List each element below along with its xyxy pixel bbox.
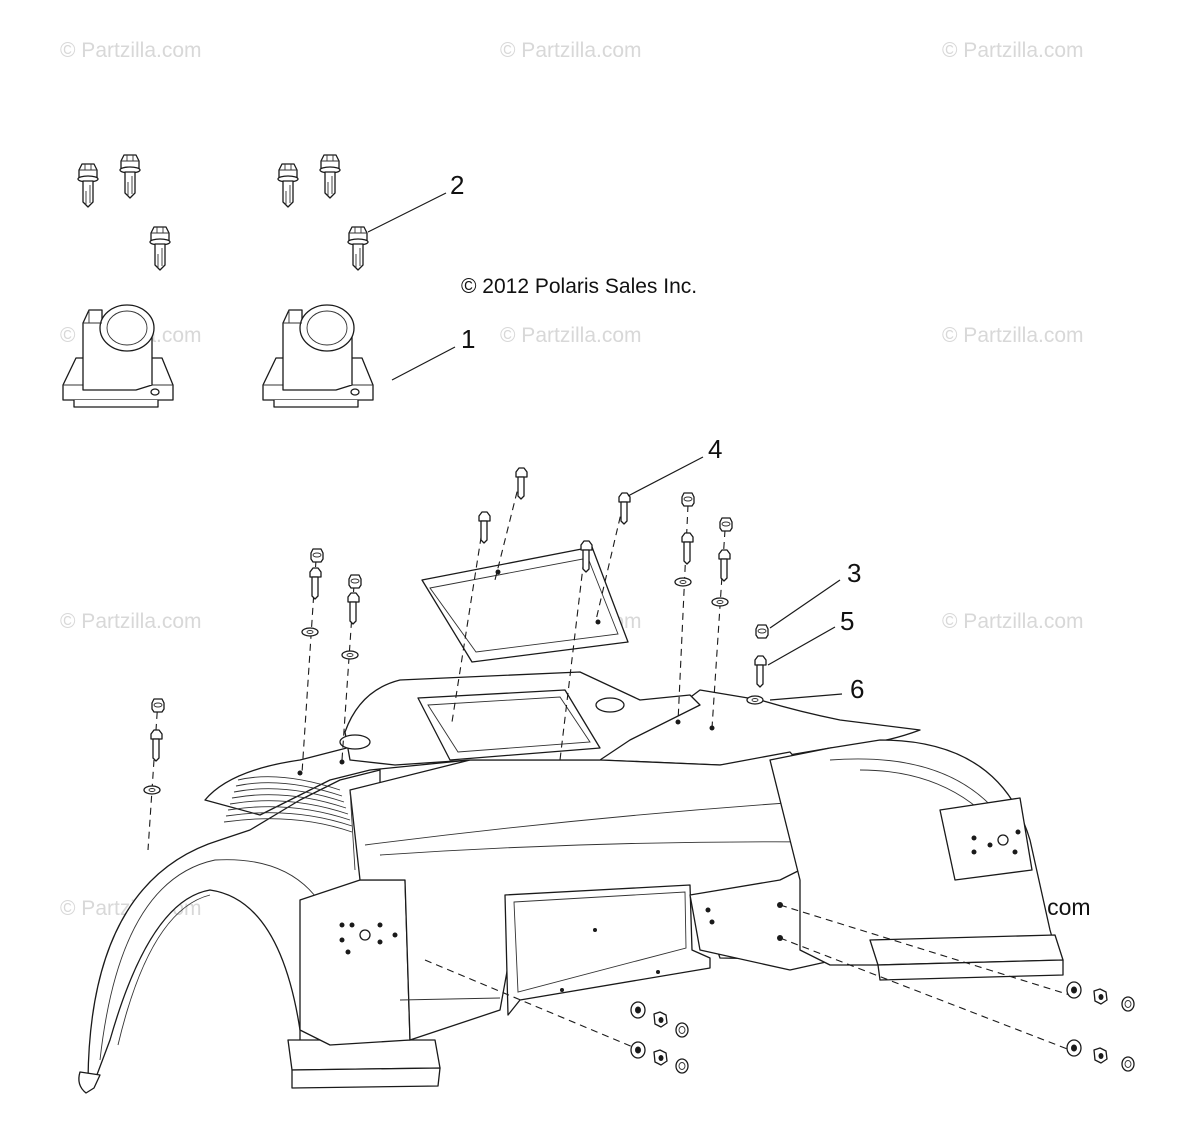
mount-bracket [262, 304, 374, 408]
rear-fender-body [78, 671, 1064, 1094]
callout-3: 3 [847, 558, 861, 588]
callout-5: 5 [840, 606, 854, 636]
callout-6: 6 [850, 674, 864, 704]
vent-ridges [223, 776, 353, 833]
screw [119, 154, 141, 199]
hole-pattern-right [971, 829, 1021, 855]
callout-4: 4 [708, 434, 722, 464]
rear-fasteners [630, 981, 1135, 1074]
mount-bracket [62, 304, 174, 408]
watermark: © Partzilla.com [942, 39, 1084, 62]
watermark: © Partzilla.com [942, 324, 1084, 347]
screw [319, 154, 341, 199]
watermark: © Partzilla.com [60, 39, 202, 62]
callout-leaders [367, 192, 843, 701]
copyright-notice: © 2012 Polaris Sales Inc. [461, 275, 697, 298]
hole-pattern-left [339, 922, 398, 955]
screw [149, 226, 171, 271]
screw [347, 226, 369, 271]
screw [77, 163, 99, 208]
watermark: © Partzilla.com [500, 39, 642, 62]
callout-1: 1 [461, 324, 475, 354]
callout-2: 2 [450, 170, 464, 200]
screw [277, 163, 299, 208]
watermark: © Partzilla.com [60, 610, 202, 633]
watermark: © Partzilla.com [500, 324, 642, 347]
access-cover [421, 546, 629, 663]
bracket-hardware-group [62, 154, 374, 408]
watermark: © Partzilla.com [942, 610, 1084, 633]
